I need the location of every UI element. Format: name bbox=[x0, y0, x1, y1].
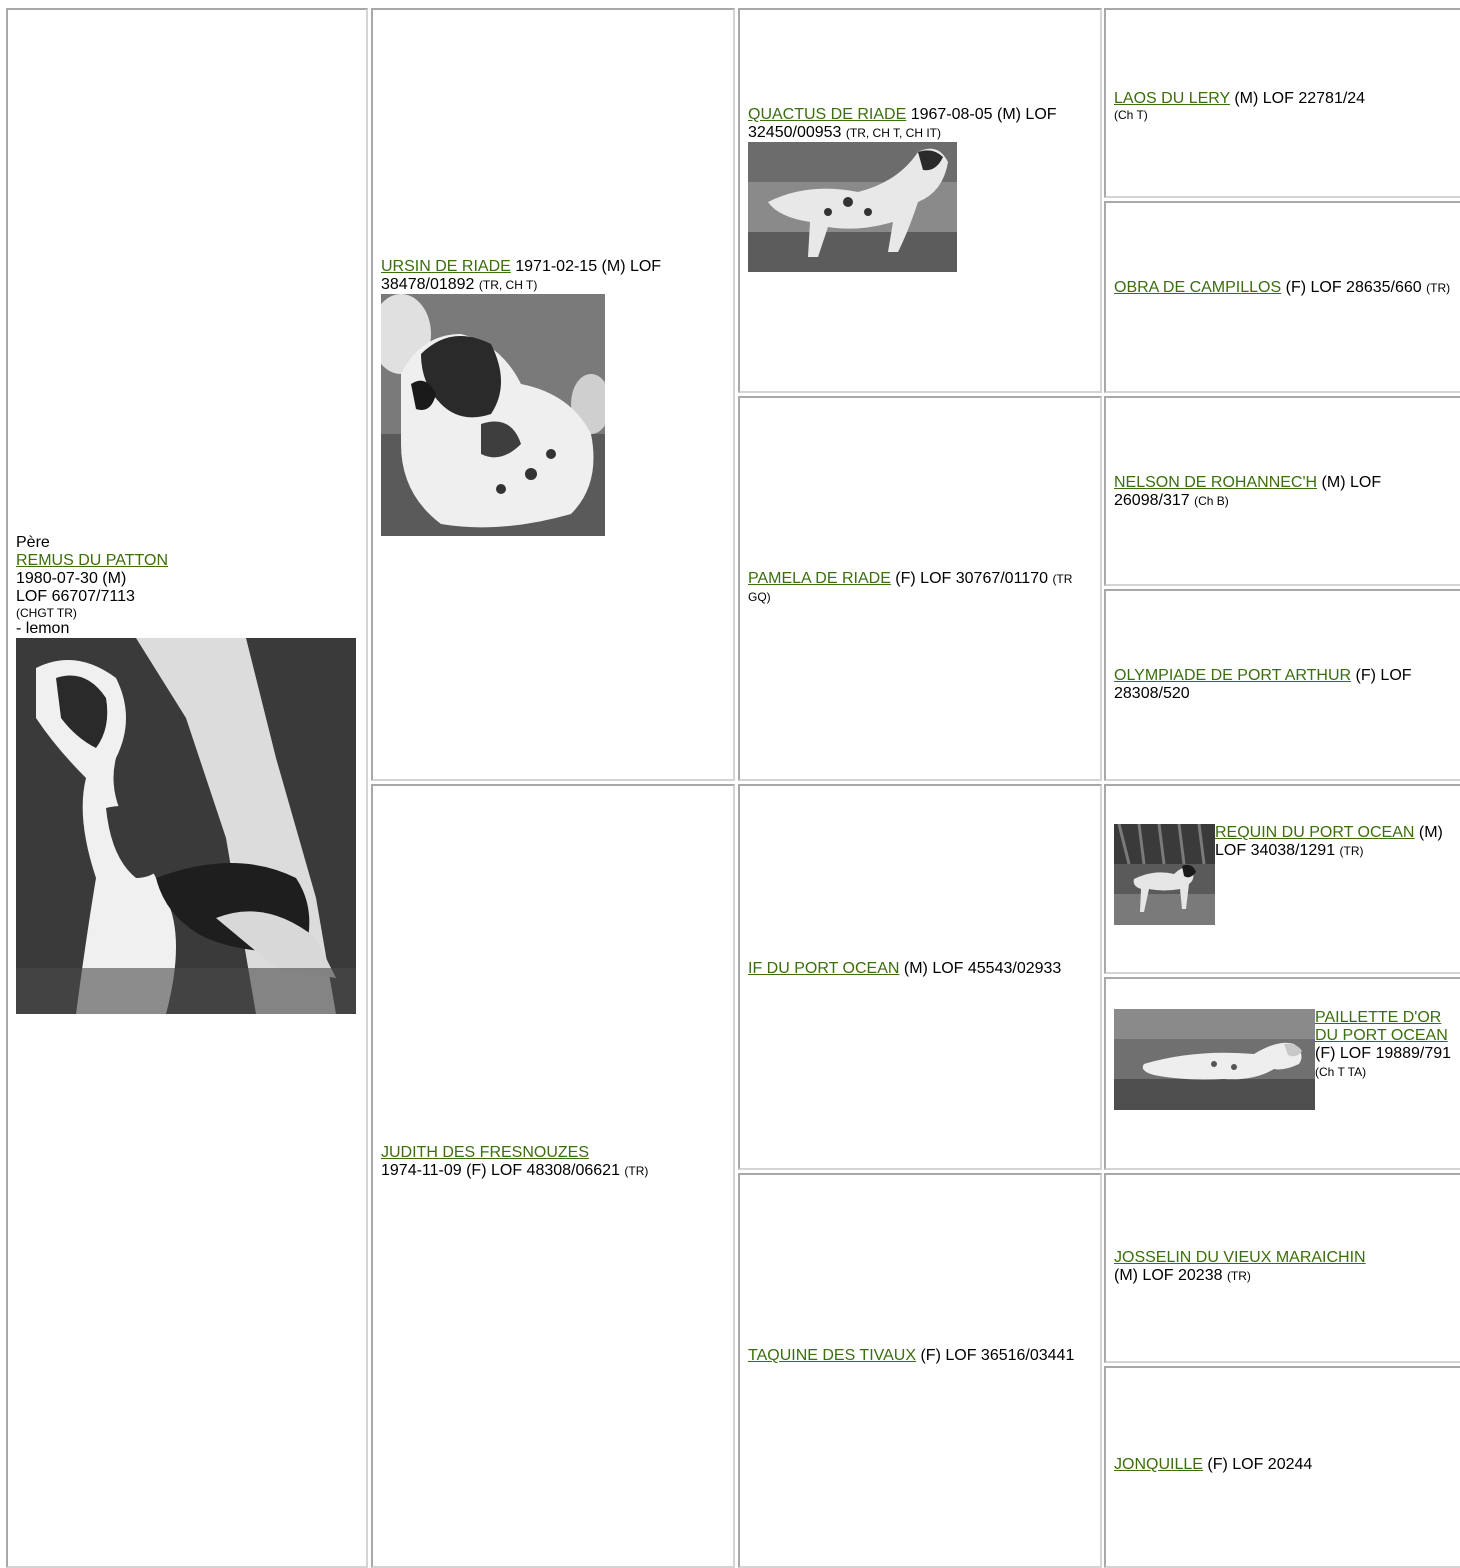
pedigree-cell-gen4-1: OBRA DE CAMPILLOS (F) LOF 28635/660 (TR) bbox=[1104, 201, 1460, 393]
gen4-1-titles: (TR) bbox=[1426, 281, 1451, 295]
gen4-1-details: (F) LOF 28635/660 bbox=[1281, 279, 1427, 296]
pere-lof: LOF 66707/7113 bbox=[16, 588, 135, 605]
pere-dog-photo bbox=[16, 638, 356, 1014]
gen3-1-titles: (TR GQ) bbox=[748, 572, 1073, 604]
gen2-1-name-link[interactable]: JUDITH DES FRESNOUZES bbox=[381, 1144, 590, 1161]
pere-sex: (M) bbox=[102, 570, 127, 587]
gen3-2-name-link[interactable]: IF DU PORT OCEAN bbox=[748, 960, 900, 977]
gen3-0-details: 1967-08-05 (M) LOF 32450/00953 bbox=[748, 106, 1057, 141]
gen2-1-details: 1974-11-09 (F) LOF 48308/06621 bbox=[381, 1162, 625, 1179]
pedigree-cell-gen4-7: JONQUILLE (F) LOF 20244 bbox=[1104, 1366, 1460, 1568]
gen2-0-dog-photo bbox=[381, 294, 605, 536]
gen4-5-dog-photo bbox=[1114, 1009, 1315, 1110]
gen3-3-details: (F) LOF 36516/03441 bbox=[916, 1347, 1075, 1364]
gen3-2-details: (M) LOF 45543/02933 bbox=[899, 960, 1062, 977]
gen4-5-titles: (Ch T TA) bbox=[1315, 1065, 1367, 1079]
pere-color: - lemon bbox=[16, 620, 70, 637]
gen3-0-dog-photo bbox=[748, 142, 957, 272]
gen2-0-titles: (TR, CH T) bbox=[478, 278, 538, 292]
gen4-1-name-link[interactable]: OBRA DE CAMPILLOS bbox=[1114, 279, 1282, 296]
pere-date: 1980-07-30 bbox=[16, 570, 98, 587]
pedigree-cell-pere: Père REMUS DU PATTON 1980-07-30 (M) LOF … bbox=[6, 8, 368, 1568]
pedigree-cell-gen4-2: NELSON DE ROHANNEC'H (M) LOF 26098/317 (… bbox=[1104, 396, 1460, 586]
gen4-2-name-link[interactable]: NELSON DE ROHANNEC'H bbox=[1114, 474, 1318, 491]
gen4-7-name-link[interactable]: JONQUILLE bbox=[1114, 1456, 1203, 1473]
pedigree-cell-gen4-0: LAOS DU LERY (M) LOF 22781/24 (Ch T) bbox=[1104, 8, 1460, 198]
pere-name-link[interactable]: REMUS DU PATTON bbox=[16, 552, 169, 569]
gen4-2-details: (M) LOF 26098/317 bbox=[1114, 474, 1382, 509]
gen3-1-details: (F) LOF 30767/01170 bbox=[890, 570, 1053, 587]
gen4-7-details: (F) LOF 20244 bbox=[1202, 1456, 1313, 1473]
pere-titles: (CHGT TR) bbox=[16, 606, 77, 620]
gen4-6-name-link[interactable]: JOSSELIN DU VIEUX MARAICHIN bbox=[1114, 1249, 1366, 1266]
pedigree-cell-gen4-3: OLYMPIADE DE PORT ARTHUR (F) LOF 28308/5… bbox=[1104, 589, 1460, 781]
gen4-4-details: (M) LOF 34038/1291 bbox=[1215, 824, 1443, 859]
gen4-3-name-link[interactable]: OLYMPIADE DE PORT ARTHUR bbox=[1114, 667, 1352, 684]
gen4-4-name-link[interactable]: REQUIN DU PORT OCEAN bbox=[1215, 824, 1415, 841]
gen4-2-titles: (Ch B) bbox=[1194, 494, 1229, 508]
gen2-0-name-link[interactable]: URSIN DE RIADE bbox=[381, 258, 511, 275]
gen3-3-name-link[interactable]: TAQUINE DES TIVAUX bbox=[748, 1347, 917, 1364]
pedigree-cell-gen2-0: URSIN DE RIADE 1971-02-15 (M) LOF 38478/… bbox=[371, 8, 735, 781]
pedigree-cell-gen4-5: PAILLETTE D'OR DU PORT OCEAN (F) LOF 198… bbox=[1104, 977, 1460, 1170]
gen4-0-name-link[interactable]: LAOS DU LERY bbox=[1114, 90, 1230, 107]
pedigree-cell-gen3-0: QUACTUS DE RIADE 1967-08-05 (M) LOF 3245… bbox=[738, 8, 1102, 393]
pedigree-cell-gen4-6: JOSSELIN DU VIEUX MARAICHIN (M) LOF 2023… bbox=[1104, 1173, 1460, 1363]
gen4-6-details: (M) LOF 20238 bbox=[1114, 1267, 1227, 1284]
pere-label: Père bbox=[16, 534, 50, 551]
gen4-0-details: (M) LOF 22781/24 bbox=[1229, 90, 1366, 107]
gen4-5-name-link[interactable]: PAILLETTE D'OR DU PORT OCEAN bbox=[1315, 1009, 1448, 1044]
pedigree-cell-gen3-3: TAQUINE DES TIVAUX (F) LOF 36516/03441 bbox=[738, 1173, 1102, 1568]
gen2-1-titles: (TR) bbox=[624, 1164, 649, 1178]
gen4-3-details: (F) LOF 28308/520 bbox=[1114, 667, 1412, 702]
gen3-0-titles: (TR, CH T, CH IT) bbox=[845, 126, 941, 140]
gen4-4-titles: (TR) bbox=[1339, 844, 1364, 858]
gen3-1-name-link[interactable]: PAMELA DE RIADE bbox=[748, 570, 891, 587]
gen4-6-titles: (TR) bbox=[1226, 1269, 1251, 1283]
gen2-0-details: 1971-02-15 (M) LOF 38478/01892 bbox=[381, 258, 662, 293]
pedigree-cell-gen2-1: JUDITH DES FRESNOUZES 1974-11-09 (F) LOF… bbox=[371, 784, 735, 1568]
pedigree-cell-gen4-4: REQUIN DU PORT OCEAN (M) LOF 34038/1291 … bbox=[1104, 784, 1460, 974]
pedigree-cell-gen3-2: IF DU PORT OCEAN (M) LOF 45543/02933 bbox=[738, 784, 1102, 1170]
gen3-0-name-link[interactable]: QUACTUS DE RIADE bbox=[748, 106, 907, 123]
gen4-0-titles: (Ch T) bbox=[1114, 108, 1148, 122]
gen4-4-dog-photo bbox=[1114, 824, 1215, 925]
gen4-5-details: (F) LOF 19889/791 bbox=[1315, 1045, 1452, 1062]
pedigree-cell-gen3-1: PAMELA DE RIADE (F) LOF 30767/01170 (TR … bbox=[738, 396, 1102, 781]
